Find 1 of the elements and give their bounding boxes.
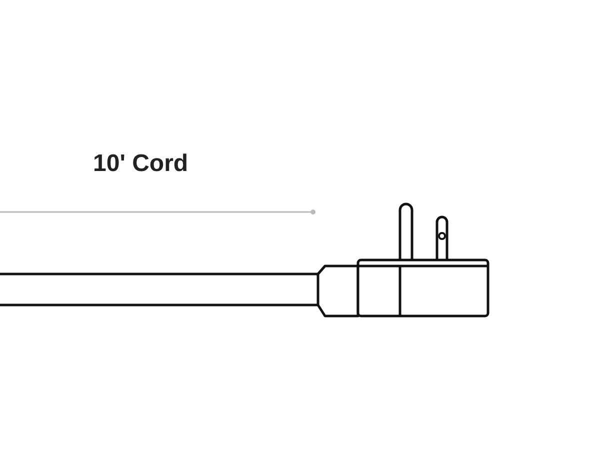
dimension-label: 10' Cord bbox=[93, 150, 188, 178]
